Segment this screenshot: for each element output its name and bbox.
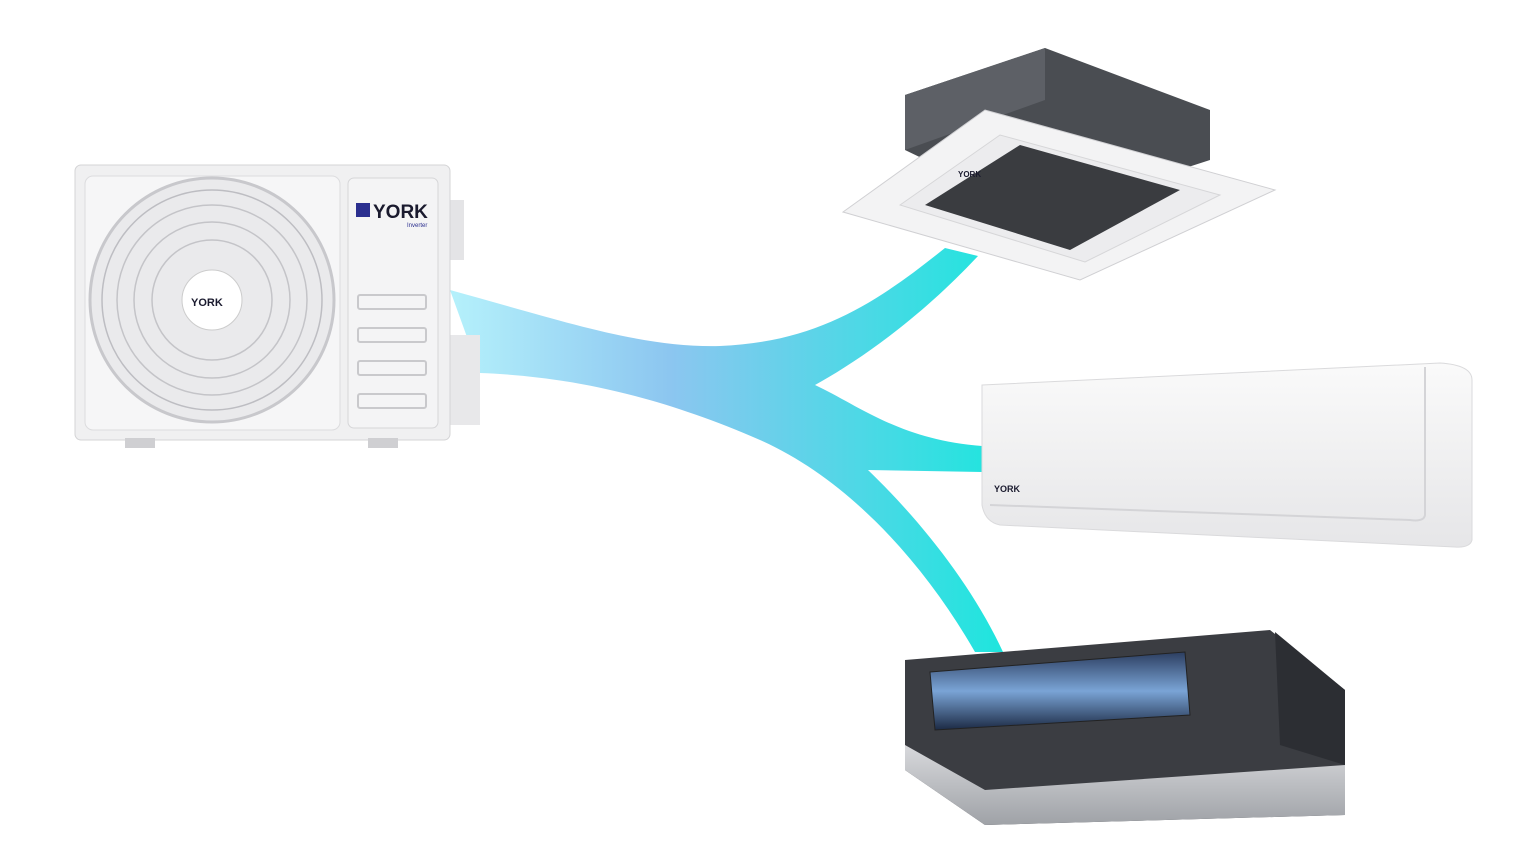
- york-logo-icon: [356, 203, 370, 217]
- duct-unit: [905, 630, 1345, 825]
- cassette-unit: YORK: [841, 48, 1277, 281]
- inverter-label: Inverter: [407, 223, 427, 229]
- refrigerant-flow: [450, 248, 1003, 652]
- wall-unit: YORK: [981, 362, 1473, 548]
- outdoor-logo: YORK: [373, 202, 428, 223]
- outdoor-unit: YORK YORK Inverter: [74, 164, 480, 448]
- wall-logo: YORK: [994, 484, 1021, 494]
- fan-grille: [88, 176, 336, 424]
- fan-logo: YORK: [191, 297, 223, 309]
- cassette-logo: YORK: [958, 170, 981, 179]
